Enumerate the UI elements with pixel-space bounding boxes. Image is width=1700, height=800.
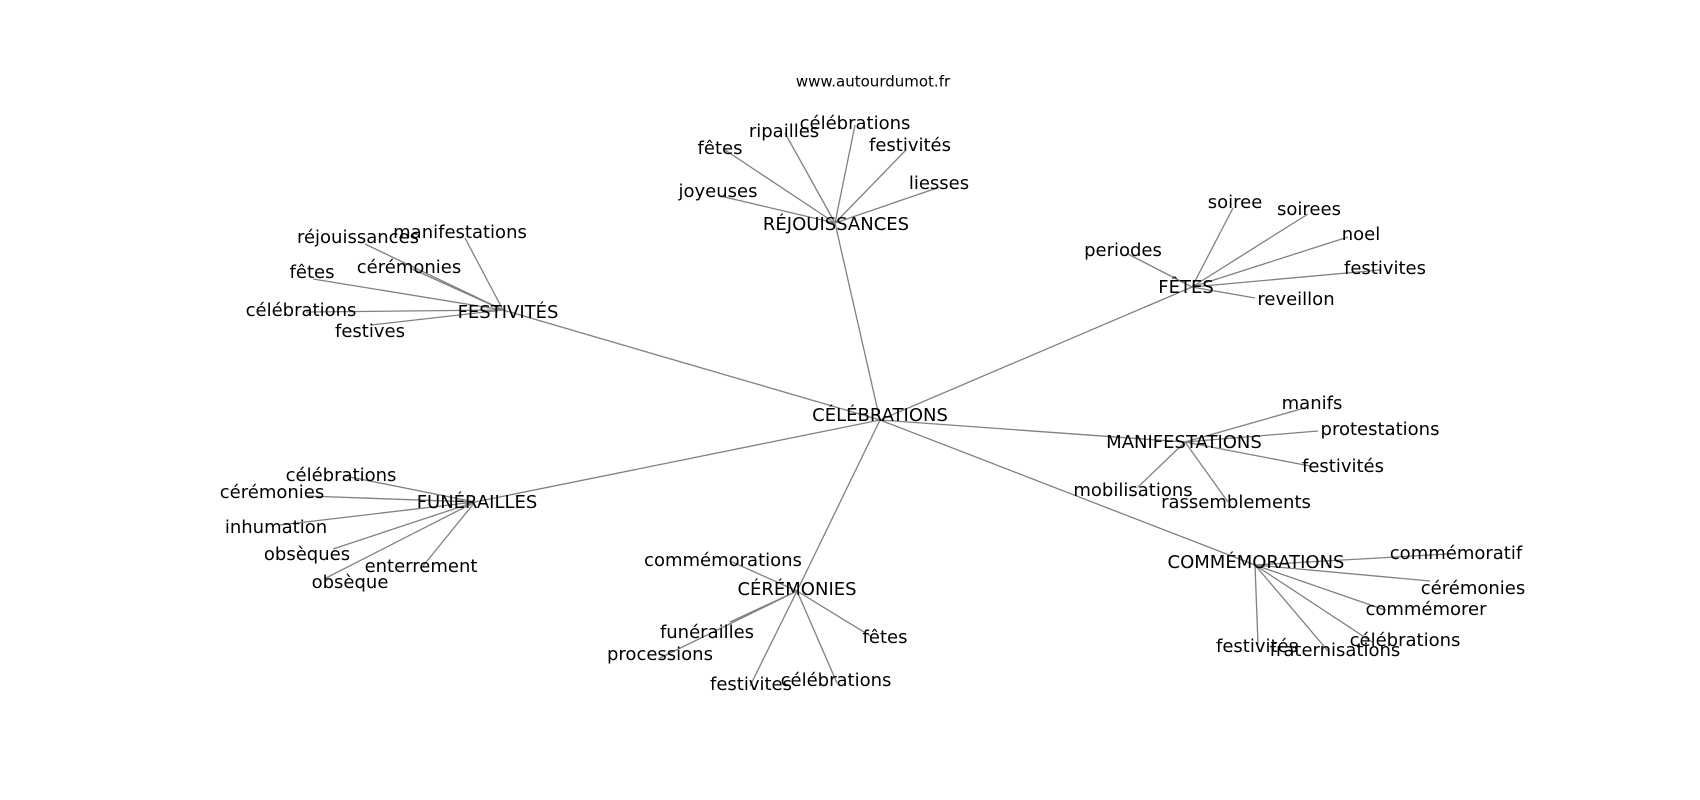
- leaf-word-node[interactable]: fraternisations: [1270, 640, 1401, 661]
- edge-man-leaf: [1184, 441, 1311, 467]
- leaf-word-node[interactable]: célébrations: [1350, 630, 1461, 651]
- edge-fes-leaf: [312, 278, 504, 311]
- edge-layer: [279, 124, 1449, 687]
- edge-fet-leaf: [1191, 236, 1349, 288]
- leaf-word-node[interactable]: mobilisations: [1073, 480, 1192, 501]
- hub-word-node[interactable]: FUNÉRAILLES: [417, 491, 538, 513]
- edge-rej-leaf: [719, 195, 836, 224]
- edge-cer-leaf: [659, 590, 798, 659]
- edge-man-leaf: [1184, 441, 1229, 503]
- hub-word-node[interactable]: MANIFESTATIONS: [1106, 432, 1262, 453]
- leaf-word-node[interactable]: soirees: [1277, 199, 1341, 220]
- leaf-word-node[interactable]: manifs: [1282, 393, 1343, 414]
- edge-center-to-com: [879, 419, 1256, 566]
- edge-fun-leaf: [344, 475, 476, 503]
- leaf-word-node[interactable]: liesses: [909, 173, 969, 194]
- edge-fes-leaf: [464, 237, 504, 311]
- leaf-word-node[interactable]: festivités: [1302, 456, 1384, 477]
- edge-cer-leaf: [796, 590, 838, 684]
- leaf-word-node[interactable]: inhumation: [225, 517, 327, 538]
- leaf-word-node[interactable]: festivités: [869, 135, 951, 156]
- edge-fes-leaf: [370, 309, 504, 326]
- leaf-word-node[interactable]: festivites: [1344, 258, 1426, 279]
- edge-fet-leaf: [1191, 269, 1381, 288]
- leaf-word-node[interactable]: commémorer: [1365, 599, 1487, 620]
- leaf-word-node[interactable]: cérémonies: [1421, 578, 1525, 599]
- edge-rej-leaf: [834, 186, 941, 224]
- leaf-word-node[interactable]: célébrations: [246, 300, 357, 321]
- edge-fun-leaf: [332, 501, 476, 550]
- leaf-word-node[interactable]: cérémonies: [357, 257, 461, 278]
- edge-com-leaf: [1254, 564, 1431, 582]
- leaf-word-node[interactable]: ripailles: [749, 121, 819, 142]
- edge-fun-leaf: [279, 501, 476, 526]
- edge-center-to-fet: [879, 286, 1193, 421]
- leaf-word-node[interactable]: manifestations: [393, 222, 527, 243]
- leaf-word-node[interactable]: festivités: [1216, 636, 1298, 657]
- edge-fun-leaf: [305, 495, 476, 503]
- edge-com-leaf: [1254, 564, 1329, 652]
- edge-center-to-cer: [796, 419, 881, 592]
- edge-com-leaf: [1254, 553, 1449, 566]
- leaf-word-node[interactable]: funérailles: [660, 622, 754, 643]
- edge-fes-leaf: [305, 309, 504, 313]
- edge-center-to-fun: [474, 419, 881, 503]
- leaf-word-node[interactable]: cérémonies: [220, 482, 324, 503]
- leaf-word-node[interactable]: célébrations: [800, 113, 911, 134]
- leaf-word-node[interactable]: protestations: [1321, 419, 1440, 440]
- leaf-word-node[interactable]: célébrations: [286, 465, 397, 486]
- leaf-word-node[interactable]: obsèques: [264, 544, 350, 565]
- leaf-word-node[interactable]: rassemblements: [1161, 492, 1311, 513]
- leaf-word-node[interactable]: réjouissances: [297, 227, 419, 248]
- leaf-word-node[interactable]: enterrement: [365, 556, 478, 577]
- edge-rej-leaf: [724, 149, 836, 224]
- edge-fet-leaf: [1191, 286, 1256, 299]
- edge-fet-leaf: [1127, 253, 1193, 288]
- edge-man-leaf: [1184, 430, 1319, 443]
- leaf-word-node[interactable]: festives: [335, 321, 405, 342]
- edge-rej-leaf: [834, 124, 856, 224]
- edge-com-leaf: [1254, 564, 1386, 611]
- label-layer: fêtesripaillescélébrationsfestivitésjoye…: [220, 113, 1525, 695]
- edge-center-to-rej: [834, 222, 881, 421]
- edge-center-to-man: [879, 419, 1186, 443]
- hub-word-node[interactable]: CÉRÉMONIES: [737, 578, 856, 600]
- edge-cer-leaf: [749, 590, 798, 687]
- source-watermark: www.autourdumot.fr: [796, 73, 951, 91]
- center-word-node[interactable]: CÉLÉBRATIONS: [812, 404, 948, 426]
- edge-fet-leaf: [1191, 207, 1234, 288]
- leaf-word-node[interactable]: fêtes: [290, 262, 335, 283]
- leaf-word-node[interactable]: soiree: [1208, 192, 1263, 213]
- edge-rej-leaf: [834, 150, 906, 224]
- hub-word-node[interactable]: FESTIVITÉS: [458, 301, 559, 323]
- edge-man-leaf: [1184, 406, 1309, 443]
- edge-com-leaf: [1254, 564, 1373, 643]
- leaf-word-node[interactable]: festivites: [710, 674, 792, 695]
- leaf-word-node[interactable]: commémoratif: [1390, 543, 1523, 564]
- hub-word-node[interactable]: COMMÉMORATIONS: [1168, 551, 1345, 573]
- edge-com-leaf: [1254, 564, 1259, 645]
- edge-fun-leaf: [323, 501, 476, 580]
- leaf-word-node[interactable]: fêtes: [698, 138, 743, 159]
- edge-cer-leaf: [796, 590, 873, 638]
- hub-word-node[interactable]: FÊTES: [1158, 276, 1214, 298]
- leaf-word-node[interactable]: processions: [607, 644, 713, 665]
- edge-center-to-fes: [502, 309, 881, 421]
- edge-fun-leaf: [422, 501, 476, 567]
- edge-fet-leaf: [1191, 213, 1309, 288]
- leaf-word-node[interactable]: periodes: [1084, 240, 1162, 261]
- leaf-word-node[interactable]: joyeuses: [678, 181, 758, 202]
- leaf-word-node[interactable]: fêtes: [863, 627, 908, 648]
- edge-man-leaf: [1137, 441, 1186, 488]
- leaf-word-node[interactable]: noel: [1342, 224, 1381, 245]
- leaf-word-node[interactable]: célébrations: [781, 670, 892, 691]
- hub-word-node[interactable]: RÉJOUISSANCES: [763, 213, 909, 235]
- edge-fes-leaf: [409, 267, 504, 311]
- edge-rej-leaf: [784, 132, 836, 224]
- leaf-word-node[interactable]: obsèque: [312, 572, 389, 593]
- leaf-word-node[interactable]: reveillon: [1257, 289, 1334, 310]
- edge-cer-leaf: [729, 560, 798, 592]
- leaf-word-node[interactable]: commémorations: [644, 550, 802, 571]
